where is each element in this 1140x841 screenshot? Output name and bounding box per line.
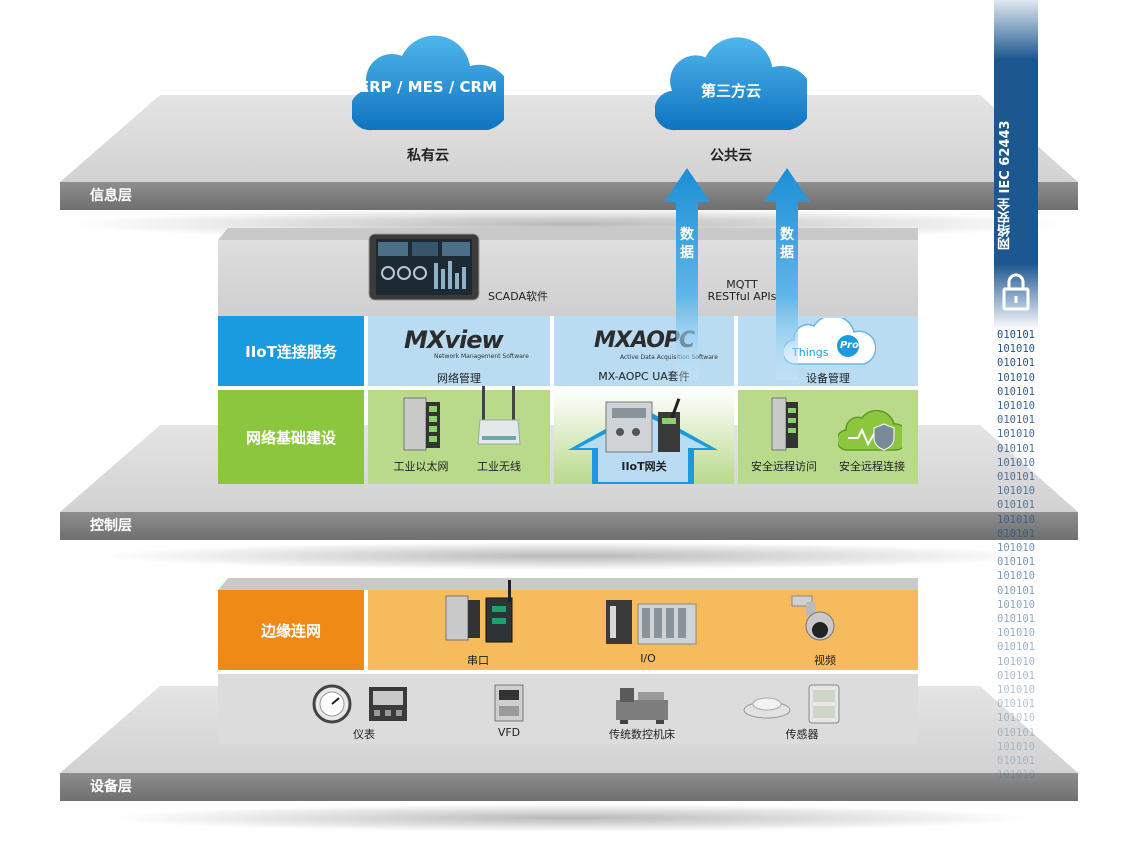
field-caption-cnc: 传统数控机床 <box>609 728 675 741</box>
edge-box-lid <box>218 578 918 590</box>
mxview-logo: MXview <box>404 326 504 354</box>
binary-row: 010101 <box>997 357 1035 370</box>
mxaopc-caption: MX-AOPC UA套件 <box>598 370 690 383</box>
infra-caption-remote-connection: 安全远程连接 <box>839 460 905 473</box>
mxview-panel <box>368 316 550 386</box>
meter-gauge-icon <box>312 684 352 724</box>
lock-icon <box>1002 273 1030 311</box>
binary-row: 101010 <box>997 655 1035 668</box>
binary-row: 010101 <box>997 471 1035 483</box>
layer-label-control: 控制层 <box>60 512 1078 540</box>
binary-row: 010101 <box>997 499 1035 512</box>
binary-row: 101010 <box>997 428 1035 441</box>
thingspro-caption: 设备管理 <box>806 372 850 385</box>
iiot-services-label: IIoT连接服务 <box>218 316 364 386</box>
thingspro-logo-a: Things <box>792 346 829 359</box>
protocols-line1: MQTT <box>726 278 758 291</box>
field-caption-meter: 仪表 <box>353 728 375 741</box>
field-caption-vfd: VFD <box>497 726 521 739</box>
scada-label: SCADA软件 <box>488 290 548 303</box>
smoke-sensor-icon <box>743 697 791 719</box>
vfd-icon <box>494 684 524 722</box>
binary-row: 101010 <box>997 570 1035 583</box>
video-camera-icon <box>791 595 835 641</box>
wireless-ap-icon <box>477 386 521 445</box>
infra-caption-gateway: IIoT网关 <box>621 460 667 473</box>
data-arrow-right-icon <box>764 168 810 380</box>
thermo-sensor-icon <box>808 684 840 724</box>
infra-caption-wireless: 工业无线 <box>477 460 521 473</box>
edge-caption-serial: 串口 <box>467 654 489 667</box>
data-arrow-left-label: 数 据 <box>680 227 694 261</box>
binary-row: 101010 <box>997 684 1035 696</box>
cloud-private <box>352 35 504 131</box>
edge-caption-io: I/O <box>640 652 656 665</box>
serial-server-icon <box>445 580 513 643</box>
control-box-lid <box>218 228 918 240</box>
cnc-machine-icon <box>616 688 668 724</box>
binary-row: 101010 <box>997 740 1035 753</box>
binary-row: 010101 <box>997 669 1035 682</box>
layer-label-info: 信息层 <box>60 182 1078 210</box>
network-infra-label: 网络基础建设 <box>218 390 364 484</box>
field-caption-sensor: 传感器 <box>785 728 819 741</box>
binary-row: 101010 <box>997 598 1035 611</box>
security-label: 网络安全 IEC 62443 <box>998 120 1013 250</box>
binary-row: 010101 <box>997 726 1035 739</box>
meter-panel-icon <box>369 687 407 721</box>
binary-row: 101010 <box>997 769 1035 782</box>
binary-row: 010101 <box>997 442 1035 455</box>
data-arrow-left-icon <box>664 168 710 380</box>
binary-row: 101010 <box>997 456 1035 469</box>
binary-row: 010101 <box>997 613 1035 625</box>
protocols-line2: RESTful APIs <box>707 290 777 303</box>
cloud-public-caption: 公共云 <box>710 148 752 164</box>
secure-cloud-shield-icon <box>838 410 902 451</box>
layer-label-device: 设备层 <box>60 773 1078 801</box>
binary-row: 101010 <box>997 400 1035 412</box>
thingspro-logo-b: Pro <box>840 340 859 351</box>
tray-info <box>60 95 1078 182</box>
shadow-control <box>100 542 1040 570</box>
mxaopc-sub: Active Data Acquisition Software <box>620 354 718 361</box>
edge-caption-video: 视频 <box>814 654 836 667</box>
binary-row: 010101 <box>997 414 1035 427</box>
cloud-private-caption: 私有云 <box>407 148 449 164</box>
cloud-private-text: ERP / MES / CRM <box>358 78 498 96</box>
binary-row: 010101 <box>997 527 1035 540</box>
binary-row: 010101 <box>997 329 1035 341</box>
cloud-public-text: 第三方云 <box>700 82 761 100</box>
scada-tablet-icon <box>368 233 480 301</box>
secure-router-icon <box>771 397 798 451</box>
binary-row: 101010 <box>997 343 1035 356</box>
binary-row: 101010 <box>997 627 1035 640</box>
edge-label: 边缘连网 <box>218 590 364 670</box>
infra-caption-ethernet: 工业以太网 <box>393 460 449 473</box>
binary-row: 101010 <box>997 542 1035 554</box>
mxview-caption: 网络管理 <box>437 372 481 385</box>
io-module-icon <box>606 600 697 645</box>
control-box-bg <box>218 240 918 316</box>
ethernet-switch-icon <box>403 397 440 451</box>
binary-row: 101010 <box>997 371 1035 384</box>
binary-row: 101010 <box>997 712 1035 725</box>
cloud-public <box>655 37 807 131</box>
binary-row: 010101 <box>997 641 1035 654</box>
mxaopc-panel <box>554 316 734 386</box>
binary-row: 010101 <box>997 385 1035 398</box>
binary-row: 101010 <box>997 485 1035 498</box>
iiot-gateway-icon <box>605 398 681 453</box>
binary-row: 101010 <box>997 513 1035 526</box>
binary-row: 010101 <box>997 584 1035 597</box>
infra-caption-remote-access: 安全远程访问 <box>751 460 817 473</box>
data-arrow-right-label: 数 据 <box>780 227 794 261</box>
binary-row: 010101 <box>997 755 1035 767</box>
binary-row: 010101 <box>997 556 1035 569</box>
shadow-device <box>110 804 1030 832</box>
binary-row: 010101 <box>997 698 1035 711</box>
mxview-sub: Network Management Software <box>434 353 529 360</box>
